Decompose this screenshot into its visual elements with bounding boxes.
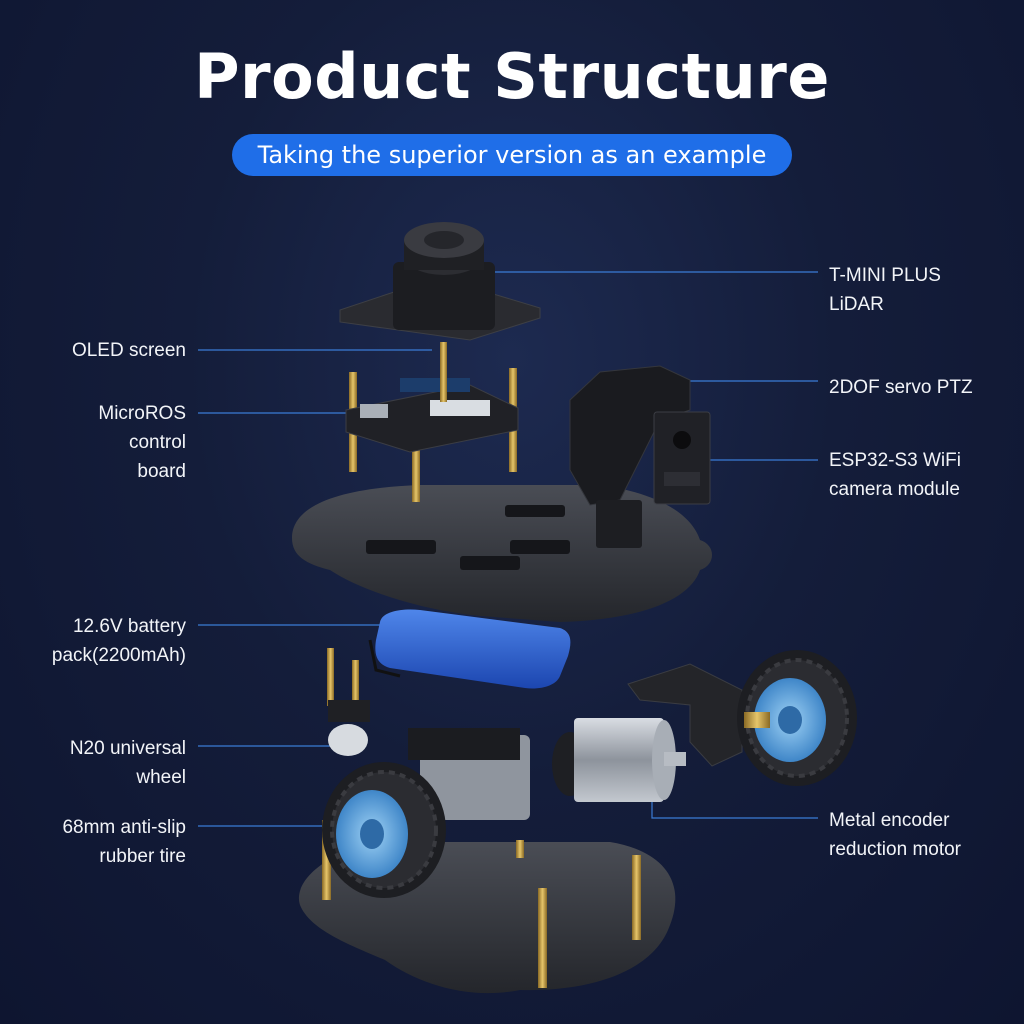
battery-pack bbox=[368, 609, 571, 689]
label-lidar: T-MINI PLUS LiDAR bbox=[829, 265, 941, 315]
n20-universal-wheel bbox=[327, 648, 370, 756]
subtitle-badge: Taking the superior version as an exampl… bbox=[232, 134, 792, 176]
page-title: Product Structure bbox=[194, 40, 830, 113]
label-tire: 68mm anti-slip rubber tire bbox=[62, 817, 186, 867]
label-microros: MicroROS control board bbox=[98, 403, 186, 482]
label-camera: ESP32-S3 WiFi camera module bbox=[829, 450, 961, 500]
microros-control-board bbox=[345, 368, 519, 502]
label-battery: 12.6V battery pack(2200mAh) bbox=[51, 616, 186, 666]
label-oled: OLED screen bbox=[71, 340, 186, 361]
label-ptz: 2DOF servo PTZ bbox=[829, 377, 973, 398]
esp32-camera-module bbox=[653, 411, 711, 505]
servo-ptz bbox=[569, 365, 691, 548]
main-chassis-plate bbox=[292, 485, 712, 622]
right-wheel bbox=[737, 650, 857, 786]
oled-screen bbox=[440, 342, 447, 402]
lidar-unit bbox=[339, 222, 541, 341]
metal-encoder-motor bbox=[552, 718, 686, 802]
label-n20: N20 universal wheel bbox=[69, 738, 186, 788]
leader-lines bbox=[198, 271, 818, 827]
rubber-tire-wheel bbox=[322, 728, 530, 898]
label-motor: Metal encoder reduction motor bbox=[829, 810, 962, 860]
motor-bracket bbox=[627, 663, 743, 767]
